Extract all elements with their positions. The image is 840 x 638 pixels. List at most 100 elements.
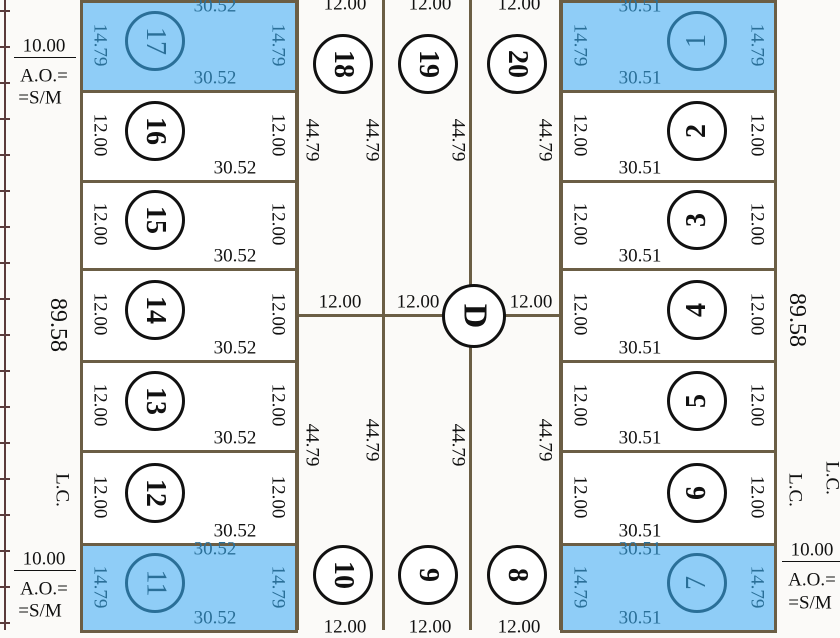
lot-back-dimension: 30.52 <box>194 540 237 559</box>
boundary-tick-mark <box>0 406 10 408</box>
lot-number: 10 <box>327 561 359 589</box>
lot-front-dimension: 30.51 <box>619 609 662 628</box>
lot-side-dimension: 12.00 <box>269 475 288 518</box>
lot-back-dimension: 30.52 <box>194 0 237 16</box>
lot-side-dimension: 12.00 <box>571 114 590 157</box>
lot-front-dimension: 30.52 <box>214 429 257 448</box>
lot-number: 17 <box>139 27 171 55</box>
boundary-tick-mark <box>0 46 10 48</box>
lot-side-dimension: 14.79 <box>571 24 590 67</box>
lc-label-left: L.C. <box>53 473 72 507</box>
lot-side-dimension: 12.00 <box>571 203 590 246</box>
boundary-tick-mark <box>0 514 10 516</box>
setback-top-left: 10.00 <box>23 37 66 56</box>
lot-14 <box>80 268 298 363</box>
boundary-tick-mark <box>0 478 10 480</box>
ao-label: =S/M <box>788 594 831 613</box>
cross-divider <box>296 314 562 317</box>
lot-number: 18 <box>327 50 359 78</box>
lot-number-circle: 6 <box>667 463 727 523</box>
lot-front-dimension: 30.52 <box>214 339 257 358</box>
boundary-tick-mark <box>0 82 10 84</box>
lot-number: 5 <box>681 394 713 408</box>
lot-number: 15 <box>139 206 171 234</box>
boundary-tick-mark <box>0 550 10 552</box>
lot-width-label: 12.00 <box>409 0 452 14</box>
road-width-label: 12.00 <box>510 293 553 312</box>
lot-number: 4 <box>681 303 713 317</box>
lot-number-circle: 15 <box>125 190 185 250</box>
lot-side-dimension: 14.79 <box>748 565 767 608</box>
lot-number: 12 <box>139 479 171 507</box>
lot-number: 8 <box>501 568 533 582</box>
lot-17 <box>80 0 298 93</box>
lot-number-circle: 1 <box>667 11 727 71</box>
lot-side-dimension: 14.79 <box>91 24 110 67</box>
lot-side-dimension: 12.00 <box>571 475 590 518</box>
boundary-tick-mark <box>0 262 10 264</box>
lot-number: 2 <box>681 124 713 138</box>
boundary-tick-mark <box>0 226 10 228</box>
lot-side-dimension: 12.00 <box>748 475 767 518</box>
lot-15 <box>80 180 298 271</box>
lot-side-dimension: 12.00 <box>748 293 767 336</box>
depth-label: 44.79 <box>363 419 382 462</box>
dimension-arrow <box>14 570 76 571</box>
ao-label: A.O.= <box>20 580 68 599</box>
lot-number-circle: 3 <box>667 190 727 250</box>
ao-label: =S/M <box>18 602 61 621</box>
lot-12 <box>80 450 298 546</box>
ao-label: =S/M <box>18 89 61 108</box>
lot-side-dimension: 12.00 <box>571 293 590 336</box>
lot-front-dimension: 30.51 <box>619 159 662 178</box>
boundary-tick-mark <box>0 334 10 336</box>
road-width-label: 12.00 <box>397 293 440 312</box>
lot-front-dimension: 30.51 <box>619 429 662 448</box>
boundary-tick-mark <box>0 154 10 156</box>
lot-width-label: 12.00 <box>498 618 541 637</box>
lot-number: 9 <box>412 568 444 582</box>
lot-number-circle: 8 <box>487 545 547 605</box>
lot-width-label: 12.00 <box>324 0 367 14</box>
lot-side-dimension: 12.00 <box>269 293 288 336</box>
lot-number: 3 <box>681 213 713 227</box>
lot-16 <box>80 90 298 183</box>
lot-front-dimension: 30.51 <box>619 69 662 88</box>
lot-width-label: 12.00 <box>409 618 452 637</box>
depth-label: 44.79 <box>536 119 555 162</box>
center-label: D <box>455 304 493 329</box>
lot-side-dimension: 12.00 <box>91 384 110 427</box>
boundary-tick-mark <box>0 622 10 624</box>
lot-number: 1 <box>681 34 713 48</box>
lot-front-dimension: 30.52 <box>214 159 257 178</box>
lot-side-dimension: 12.00 <box>91 475 110 518</box>
lot-number: 16 <box>139 117 171 145</box>
lot-number-circle: 10 <box>313 545 373 605</box>
lot-13 <box>80 360 298 453</box>
lot-side-dimension: 14.79 <box>748 24 767 67</box>
lot-side-dimension: 14.79 <box>91 565 110 608</box>
center-marker-d: D <box>442 284 506 348</box>
lot-side-dimension: 12.00 <box>748 384 767 427</box>
lot-side-dimension: 12.00 <box>269 384 288 427</box>
depth-label: 44.79 <box>363 119 382 162</box>
lot-number: 6 <box>681 486 713 500</box>
lot-number-circle: 18 <box>313 34 373 94</box>
lot-side-dimension: 12.00 <box>269 203 288 246</box>
lot-number: 7 <box>681 576 713 590</box>
lot-number-circle: 20 <box>487 34 547 94</box>
boundary-tick-mark <box>0 370 10 372</box>
lot-number-circle: 5 <box>667 371 727 431</box>
lot-front-dimension: 30.51 <box>619 247 662 266</box>
depth-label: 44.79 <box>303 119 322 162</box>
lot-number-circle: 13 <box>125 371 185 431</box>
depth-label: 44.79 <box>449 119 468 162</box>
lot-side-dimension: 12.00 <box>571 384 590 427</box>
lot-number-circle: 11 <box>125 553 185 613</box>
lot-number-circle: 4 <box>667 280 727 340</box>
lot-side-dimension: 14.79 <box>269 565 288 608</box>
lot-side-dimension: 12.00 <box>269 114 288 157</box>
lot-number-circle: 14 <box>125 280 185 340</box>
lot-number-circle: 16 <box>125 101 185 161</box>
